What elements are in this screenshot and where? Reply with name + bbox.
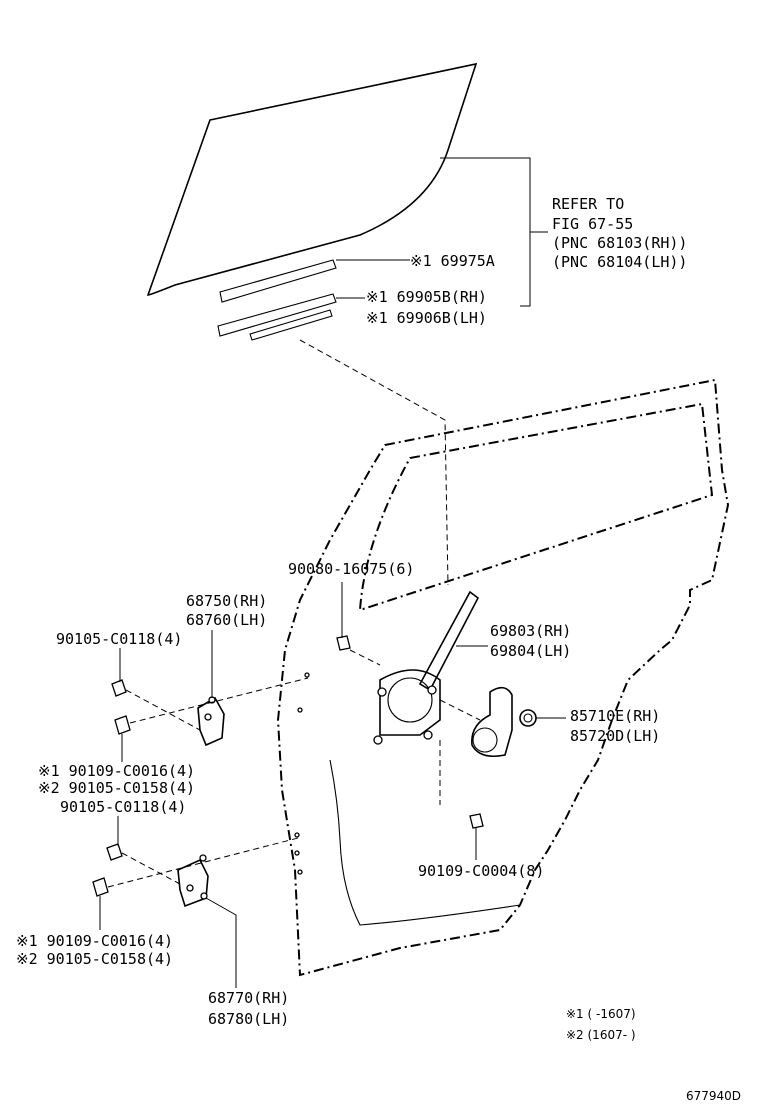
lower-hinge [177,854,209,908]
label-pnc-lh: (PNC 68104(LH)) [552,253,687,271]
bolt-90109-lower [92,877,109,897]
label-pnc-rh: (PNC 68103(RH)) [552,234,687,252]
label-90105-lower: 90105-C0118(4) [60,798,186,816]
label-90105-c0158-upper: ※2 90105-C0158(4) [38,779,195,797]
label-68770: 68770(RH) [208,989,289,1007]
alignment-line-glass [299,339,449,586]
label-68780: 68780(LH) [208,1010,289,1028]
label-90109-c0016-upper: ※1 90109-C0016(4) [38,762,195,780]
refer-bracket [440,157,548,307]
label-68750: 68750(RH) [186,592,267,610]
label-69906b: ※1 69906B(LH) [366,309,487,327]
door-panel-outline [276,378,730,977]
bolt-90109-c0004 [469,813,484,829]
label-69975a: ※1 69975A [410,252,495,270]
label-90080: 90080-16075(6) [288,560,414,578]
glass-channel-69975a [219,259,337,303]
bolt-90109-upper [114,715,131,735]
bolt-90080 [336,635,351,651]
door-glass [146,62,478,296]
label-refer-to: REFER TO [552,195,624,213]
door-holes [294,672,310,875]
label-69803: 69803(RH) [490,622,571,640]
leader-lines [99,582,566,988]
label-90109-c0004: 90109-C0004(8) [418,862,544,880]
window-regulator [373,590,480,745]
legend-note-1: ※1 ( -1607) [566,1007,636,1021]
label-85720d: 85720D(LH) [570,727,660,745]
regulator-motor [471,686,537,758]
label-85710e: 85710E(RH) [570,707,660,725]
label-fig-ref: FIG 67-55 [552,215,633,233]
label-69905b: ※1 69905B(RH) [366,288,487,306]
legend-note-2: ※2 (1607- ) [566,1028,636,1042]
glass-channel-69905b [217,293,337,341]
label-90105-c0158-lower: ※2 90105-C0158(4) [16,950,173,968]
label-90109-c0016-lower: ※1 90109-C0016(4) [16,932,173,950]
label-69804: 69804(LH) [490,642,571,660]
upper-hinge [197,696,225,747]
figure-id: 677940D [686,1089,741,1103]
label-90105-upper: 90105-C0118(4) [56,630,182,648]
alignment-lines [107,649,481,888]
label-68760: 68760(LH) [186,611,267,629]
bolt-90105-upper [111,679,127,697]
bolt-90105-lower [106,843,123,861]
